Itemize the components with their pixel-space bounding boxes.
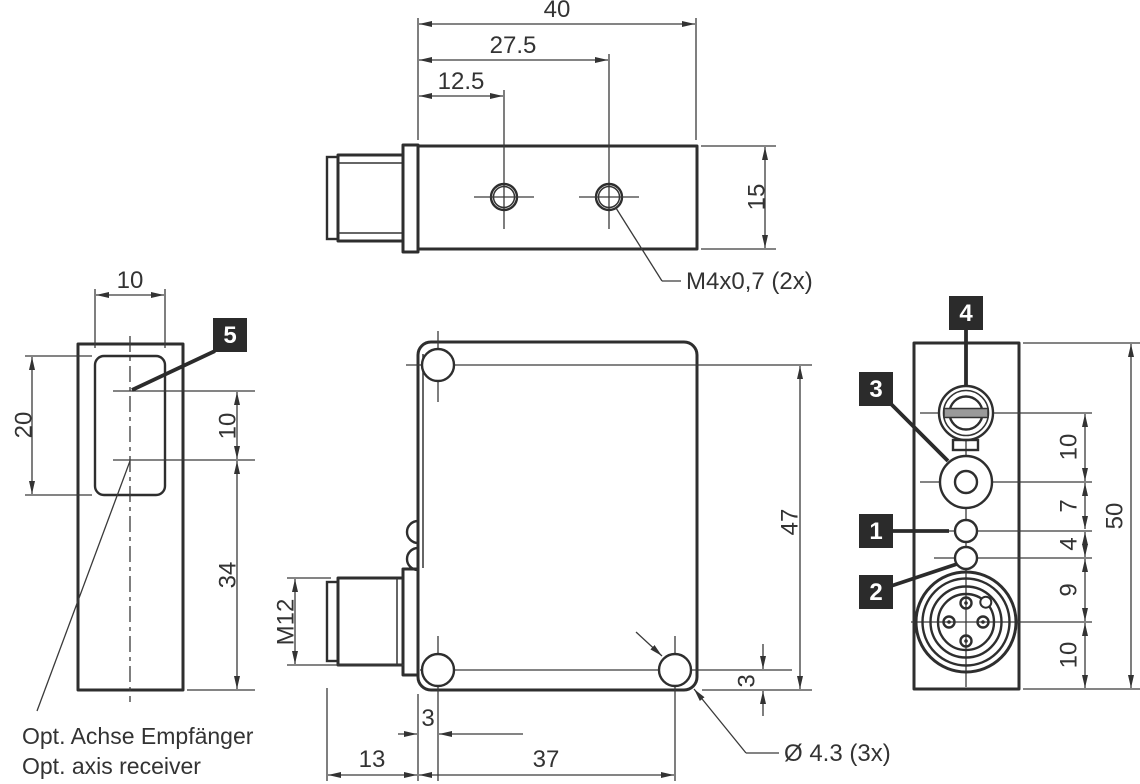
callout3-number: 3 <box>869 376 882 403</box>
callout1-box <box>859 514 893 548</box>
callout5-number: 5 <box>223 322 236 349</box>
top-housing-body <box>416 144 699 251</box>
indicator-led-1 <box>953 518 979 544</box>
callout2-leader <box>890 562 958 588</box>
dim-text-receiver-to-ind1: 7 <box>1055 499 1082 512</box>
hole-pointer-arrow <box>635 631 663 657</box>
side-bump-1 <box>405 519 419 545</box>
dim-text-connector-length: 13 <box>359 746 386 773</box>
connector-face-outer <box>914 570 1018 674</box>
dim-text-connector-thread: M12 <box>272 599 299 646</box>
callout4-number: 4 <box>959 300 973 327</box>
dim-text-hole-to-bottom: 47 <box>776 509 803 536</box>
connector-keyway-notch <box>979 595 993 609</box>
dim-text-hole2: 27.5 <box>490 32 537 59</box>
callout4-box <box>949 296 983 330</box>
side-view: 10 20 10 34 5 Opt. Achse Empfänger Opt. … <box>10 267 255 779</box>
dim-text-adjuster-to-receiver: 10 <box>1055 434 1082 461</box>
top-connector-cap <box>325 155 340 241</box>
dim-text-width: 10 <box>117 267 144 294</box>
thread-callout-text: M4x0,7 (2x) <box>686 268 813 295</box>
callout1-number: 1 <box>869 518 882 545</box>
receiver-optic-outer <box>938 454 994 510</box>
note-leader <box>36 460 131 712</box>
note-german: Opt. Achse Empfänger <box>22 723 254 749</box>
front-connector-cap <box>325 580 340 663</box>
callout5-box <box>213 318 247 352</box>
top-connector-barrel <box>336 153 405 243</box>
leader-line <box>615 207 663 282</box>
top-connector-flange <box>401 143 420 254</box>
adjuster-screw-slot <box>943 407 989 419</box>
dim-text-axis-to-bottom: 34 <box>214 562 241 589</box>
receiver-optic-inner <box>953 469 979 495</box>
connector-pins <box>942 596 990 648</box>
top-view: 40 27.5 12.5 15 M4x0,7 (2x) <box>325 0 813 295</box>
connector-keyway-ring <box>936 592 996 652</box>
callout2-number: 2 <box>869 579 882 606</box>
mounting-hole-top-left <box>420 347 456 383</box>
dim-text-hole-inset: 3 <box>421 705 434 732</box>
dim-text-total-height: 50 <box>1101 503 1128 530</box>
mounting-hole-bottom-left <box>420 652 456 688</box>
side-bump-2 <box>405 546 419 572</box>
rear-view: 10 7 4 9 10 50 4 3 1 2 <box>859 296 1140 691</box>
dim-text-window-height: 20 <box>10 412 37 439</box>
connector-face-thread <box>929 585 1003 659</box>
dim-text-hole-edge: 3 <box>733 674 760 687</box>
dim-text-axis-gap: 10 <box>214 413 241 440</box>
front-housing-body <box>416 340 699 692</box>
dim-text-ind2-to-connector: 9 <box>1055 583 1082 596</box>
callout3-leader <box>888 401 950 463</box>
dim-text-height: 15 <box>743 184 770 211</box>
connector-face-ring <box>921 577 1011 667</box>
dim-text-hole1: 12.5 <box>438 68 485 95</box>
mounting-hole-bottom-right <box>657 652 693 688</box>
dim-text-length: 40 <box>544 0 571 23</box>
hole-callout-text: Ø 4.3 (3x) <box>784 740 891 767</box>
callout3-box <box>859 372 893 406</box>
dim-text-ind1-to-ind2: 4 <box>1055 537 1082 550</box>
front-connector-barrel <box>336 576 405 667</box>
callout5-leader <box>131 349 216 392</box>
indicator-led-2 <box>953 545 979 571</box>
adjuster-tab <box>951 438 980 452</box>
front-view: M12 47 3 3 13 37 Ø 4.3 (3x) <box>272 331 891 781</box>
callout2-box <box>859 575 893 609</box>
dim-text-hole-span: 37 <box>533 746 560 773</box>
hole-callout-leader <box>693 688 747 754</box>
front-connector-flange <box>401 567 420 677</box>
dim-text-connector-to-bottom: 10 <box>1055 642 1082 669</box>
note-english: Opt. axis receiver <box>22 753 201 779</box>
